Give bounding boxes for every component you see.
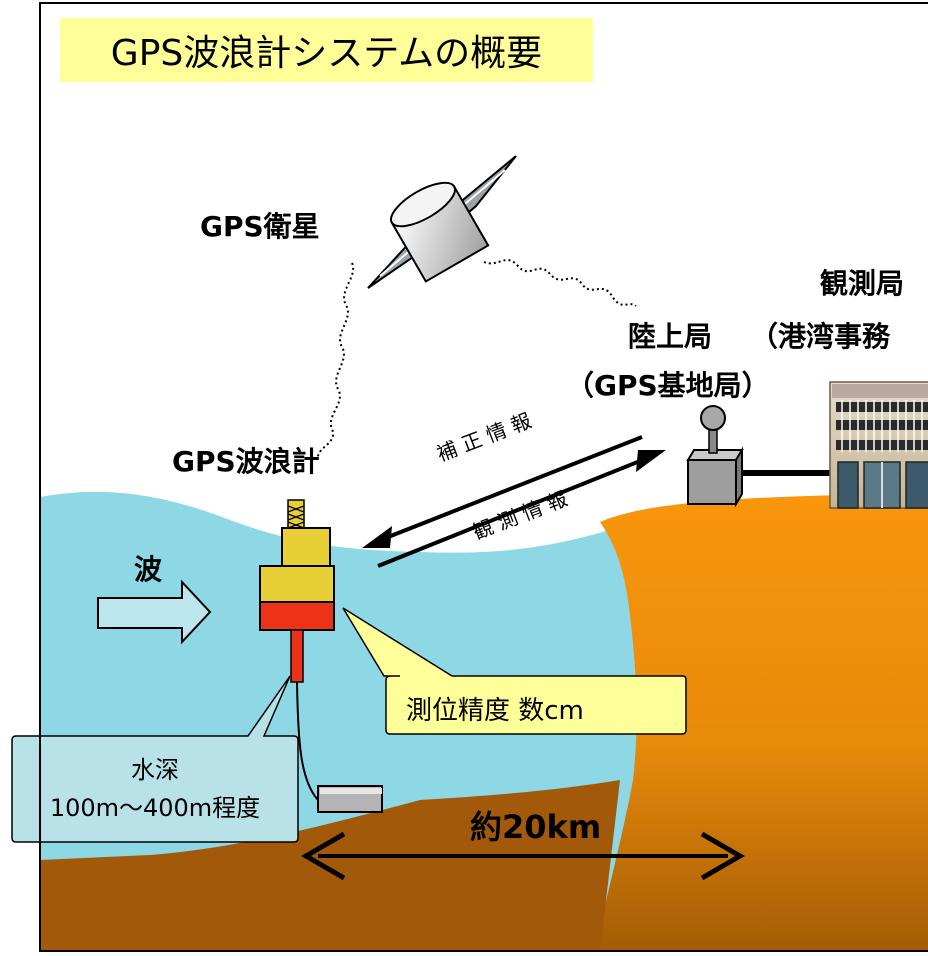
accuracy-label: 測位精度 数cm bbox=[406, 696, 584, 726]
buoy-label: GPS波浪計 bbox=[172, 445, 320, 478]
observatory-label: 観測局 bbox=[820, 267, 905, 300]
satellite-signal-left bbox=[317, 262, 355, 458]
page-title: GPS波浪計システムの概要 bbox=[110, 33, 543, 74]
wave-label: 波 bbox=[134, 553, 163, 586]
satellite-icon bbox=[367, 155, 517, 289]
observation-info-arrow bbox=[377, 450, 666, 568]
land-station-icon bbox=[686, 405, 830, 508]
correction-info-arrow bbox=[362, 435, 643, 548]
satellite-signal-right bbox=[483, 259, 637, 307]
wave-arrow bbox=[97, 579, 212, 645]
depth-callout bbox=[11, 675, 299, 843]
seabed bbox=[40, 780, 620, 952]
observatory-sub-label: （港湾事務 bbox=[750, 320, 891, 353]
depth-range-label: 100m～400m程度 bbox=[49, 794, 261, 822]
accuracy-callout bbox=[342, 607, 687, 735]
distance-arrow bbox=[301, 831, 745, 881]
title-box: GPS波浪計システムの概要 bbox=[60, 18, 593, 82]
distance-label: 約20km bbox=[470, 808, 602, 846]
satellite-label: GPS衛星 bbox=[200, 210, 320, 243]
land-area bbox=[595, 492, 928, 952]
land-station-sub-label: （GPS基地局） bbox=[566, 369, 770, 402]
observatory-building-icon bbox=[829, 381, 928, 509]
depth-title-label: 水深 bbox=[131, 756, 179, 784]
land-station-label: 陸上局 bbox=[628, 320, 713, 353]
gps-buoy-icon bbox=[259, 499, 383, 813]
